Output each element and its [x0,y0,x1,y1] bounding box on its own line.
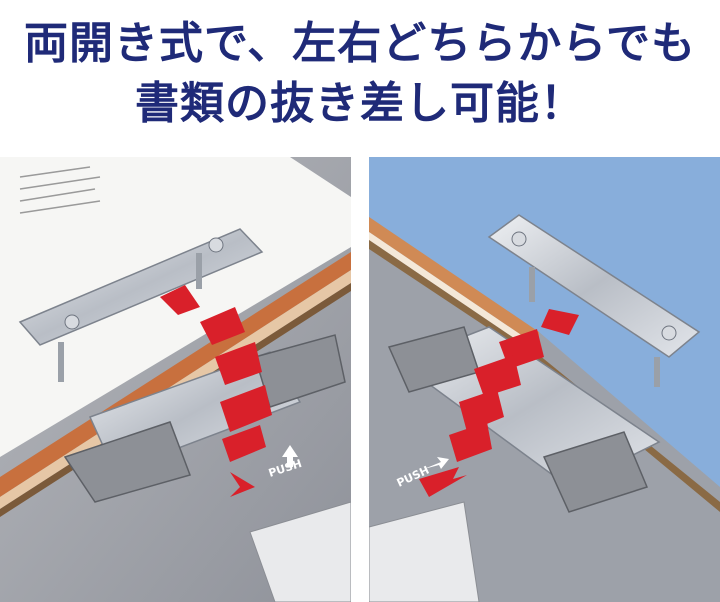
index-label [369,501,480,602]
spine-stripe [369,240,720,512]
gray-clip-left [63,421,191,503]
clip-post [529,267,535,302]
push-arrow-icon [282,445,298,467]
left-photo: PUSH [0,157,351,602]
top-metal-clip [487,214,701,358]
clip-post [58,342,64,382]
red-arrows [160,285,272,497]
push-arrow-icon [424,457,449,469]
clip-rivet [208,237,224,253]
headline-line-1: 両開き式で、左右どちらからでも [24,18,696,69]
paper-text-lines [19,166,101,214]
spine-stripe [0,252,351,497]
gray-clip-right [542,431,649,513]
clip-rivet [64,314,80,330]
red-arrows [419,309,579,497]
index-label [249,501,351,602]
spine-stripe [369,232,539,355]
headline: 両開き式で、左右どちらからでも 書類の抜き差し可能！ [0,0,720,150]
clip-rivet [511,231,527,247]
clip-post [654,357,660,387]
clip-post [196,253,202,289]
headline-line-2: 書類の抜き差し可能！ [135,78,585,129]
clip-rivet [661,325,677,341]
right-photo: PUSH [369,157,720,602]
spine-stripe [369,217,539,347]
